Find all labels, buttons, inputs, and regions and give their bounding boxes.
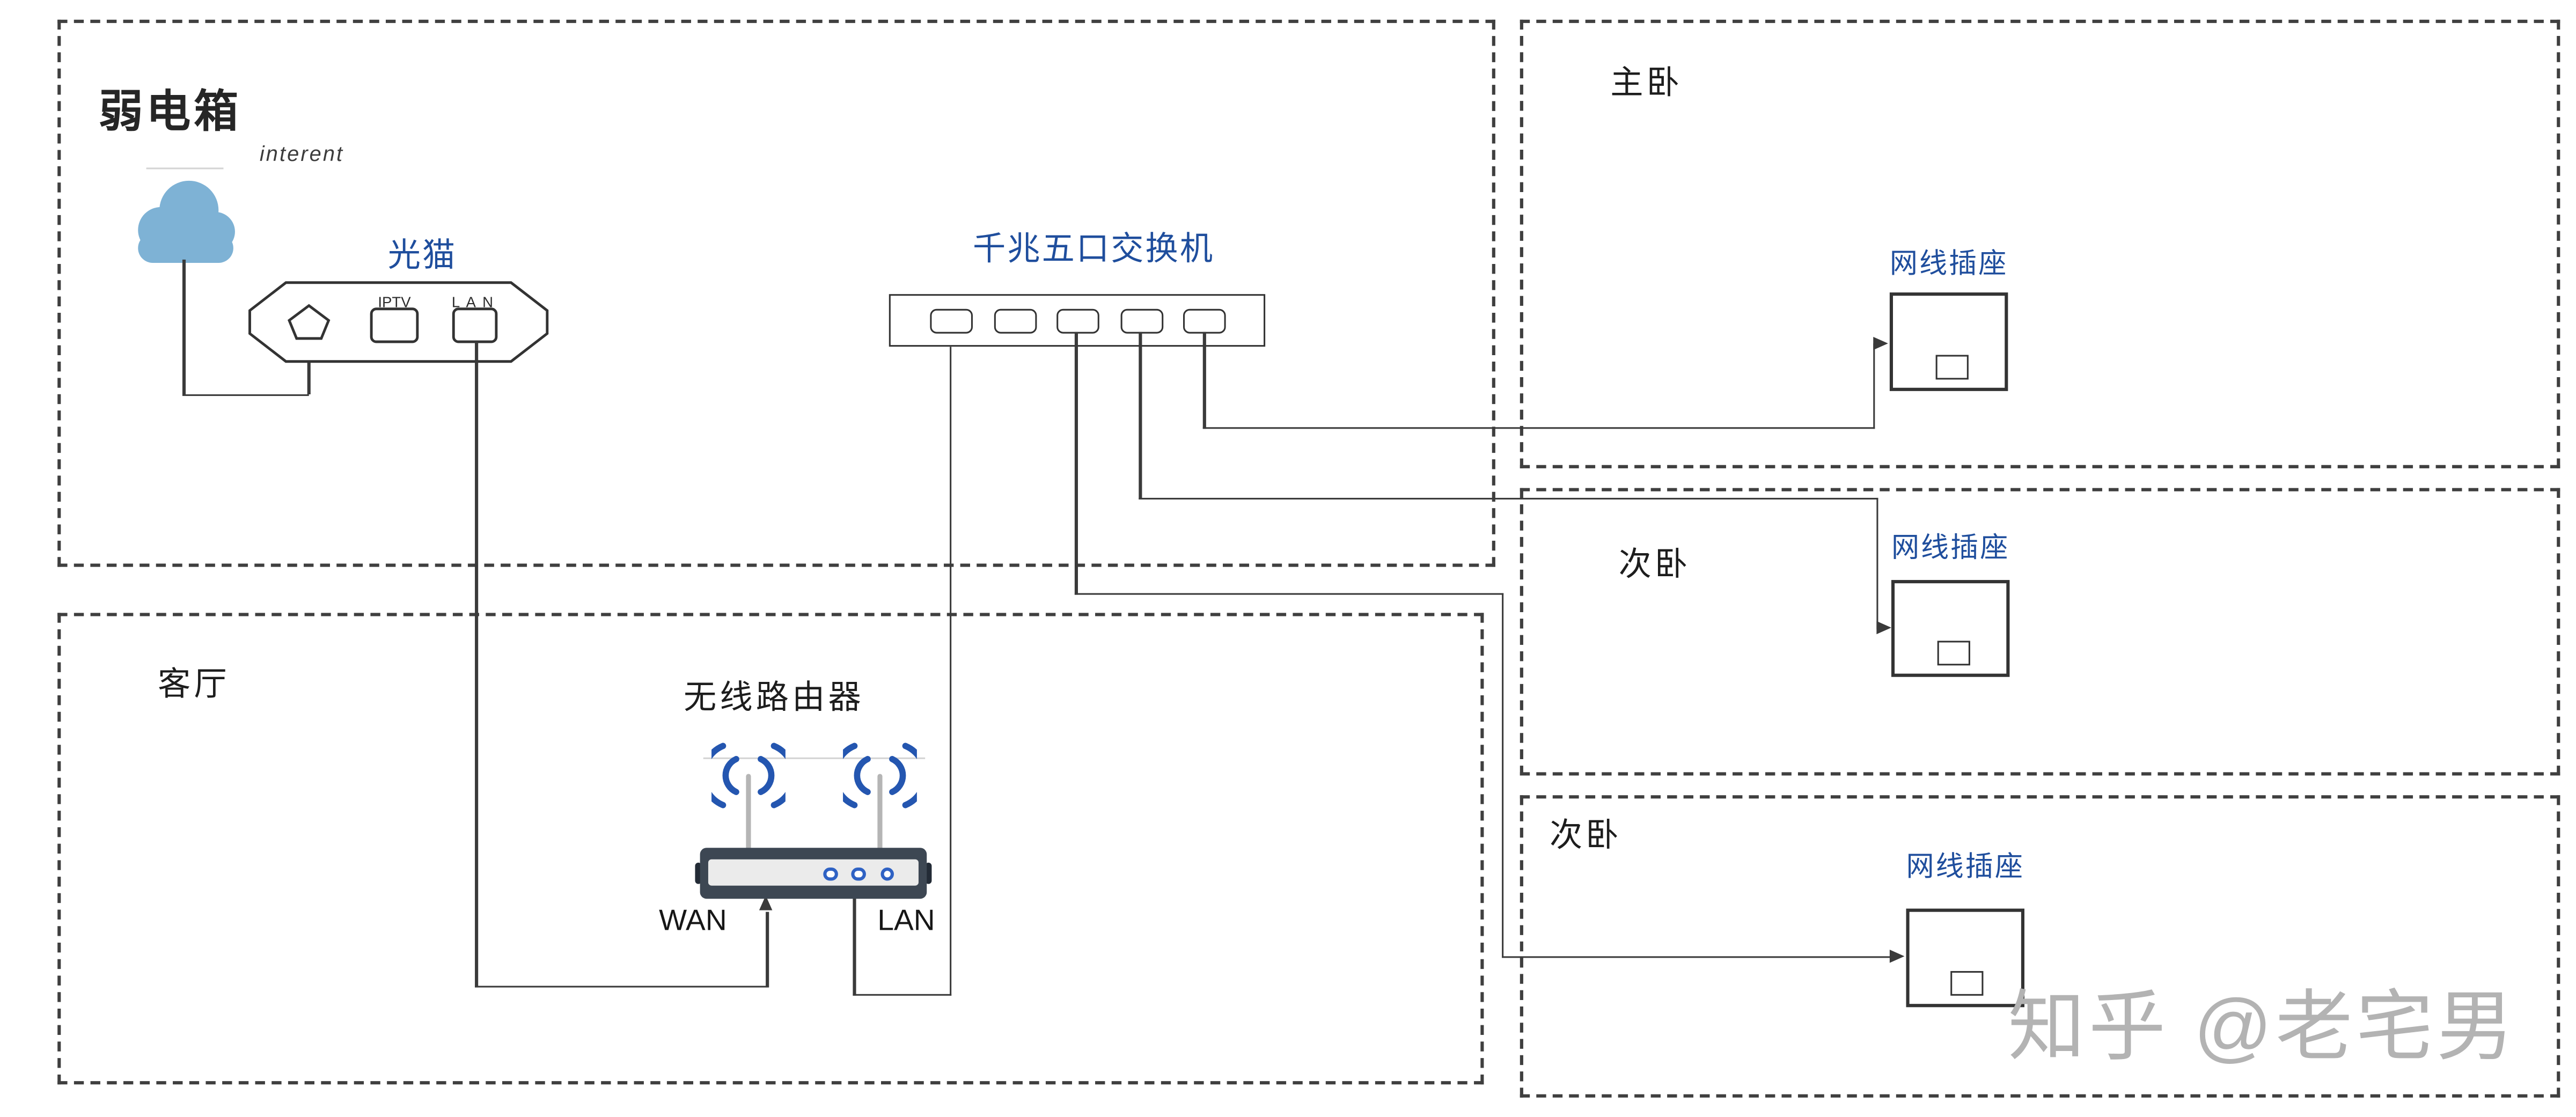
socket-second-b-label: 网线插座 (1906, 851, 2024, 883)
router-lan-label: LAN (877, 903, 935, 937)
socket-second-a-jack (1937, 641, 1970, 666)
modem-iptv-port (370, 307, 419, 343)
switch-port-5 (1183, 308, 1226, 334)
wire-modem-lan-down (475, 342, 478, 988)
socket-second-b (1906, 908, 2024, 1008)
second-bedroom-a-region (1520, 488, 2560, 776)
wire-router-to-switch-horizontal (853, 993, 952, 996)
arrowhead-into-socket-master (1873, 336, 1888, 349)
wire-router-lan-down (853, 897, 856, 996)
master-bedroom-label: 主卧 (1610, 65, 1683, 102)
router-side-tab-right (925, 862, 932, 884)
switch-port-3 (1056, 308, 1099, 334)
second-bedroom-a-label: 次卧 (1618, 547, 1691, 584)
switch-port-1 (930, 308, 973, 334)
wire-port3-horizontal-1 (1075, 592, 1504, 595)
second-bedroom-b-label: 次卧 (1549, 818, 1622, 855)
router-label: 无线路由器 (684, 680, 864, 717)
socket-second-a (1891, 580, 2010, 677)
router-antenna-right (878, 774, 882, 853)
switch-port-4 (1120, 308, 1163, 334)
modem-lan-port (452, 307, 498, 343)
wire-port3-down-2 (1501, 593, 1504, 958)
wire-port5-down (1203, 332, 1206, 429)
wifi-signal-icon-left (711, 743, 786, 809)
master-bedroom-region (1520, 19, 2560, 468)
socket-master (1889, 292, 2008, 391)
cloud-top-artifact-line (146, 166, 224, 168)
router-antenna-left (746, 774, 751, 853)
router-top-artifact-line (703, 757, 926, 759)
wire-up-to-switch (949, 347, 952, 996)
modem-iptv-port-label: IPTV (378, 294, 411, 311)
wire-port4-down-2 (1875, 497, 1878, 629)
watermark-text: 知乎 @老宅男 (2008, 982, 2518, 1070)
socket-second-b-jack (1950, 971, 1984, 996)
modem-fiber-port (288, 304, 331, 340)
socket-master-jack (1935, 355, 1969, 380)
weak-current-box-label: 弱电箱 (98, 87, 242, 137)
arrowhead-into-socket-b (1889, 949, 1905, 963)
router-led-1 (823, 866, 838, 881)
wire-port4-horizontal (1139, 497, 1879, 499)
wifi-signal-icon-right (843, 743, 917, 809)
second-bedroom-b-region (1520, 795, 2560, 1098)
wire-port5-horizontal (1203, 426, 1876, 429)
wire-port5-up (1872, 342, 1875, 428)
wire-into-router-wan (766, 912, 768, 988)
socket-second-a-label: 网线插座 (1891, 532, 2010, 564)
modem-body (248, 281, 549, 363)
modem-lan-port-label: L A N (451, 294, 495, 311)
router-led-2 (852, 866, 866, 881)
living-room-region (57, 613, 1484, 1085)
internet-label: interent (259, 141, 344, 166)
router-wan-label: WAN (659, 903, 727, 937)
wire-modem-to-router-horizontal (475, 984, 768, 988)
modem-label: 光猫 (387, 238, 457, 275)
wire-cloud-horizontal (182, 393, 310, 396)
weak-current-box-region (57, 19, 1495, 567)
internet-cloud-icon (138, 180, 235, 263)
wire-port3-horizontal-2 (1501, 956, 1891, 959)
switch-label: 千兆五口交换机 (973, 231, 1215, 268)
wire-cloud-up (307, 355, 311, 394)
arrowhead-into-socket-a (1876, 621, 1891, 635)
living-room-label: 客厅 (158, 667, 230, 703)
wire-port3-down (1075, 332, 1078, 595)
wire-port4-down (1139, 332, 1142, 499)
wire-cloud-down (182, 259, 186, 394)
router-led-3 (880, 866, 894, 881)
socket-master-label: 网线插座 (1889, 248, 2008, 280)
switch-port-2 (993, 308, 1036, 334)
